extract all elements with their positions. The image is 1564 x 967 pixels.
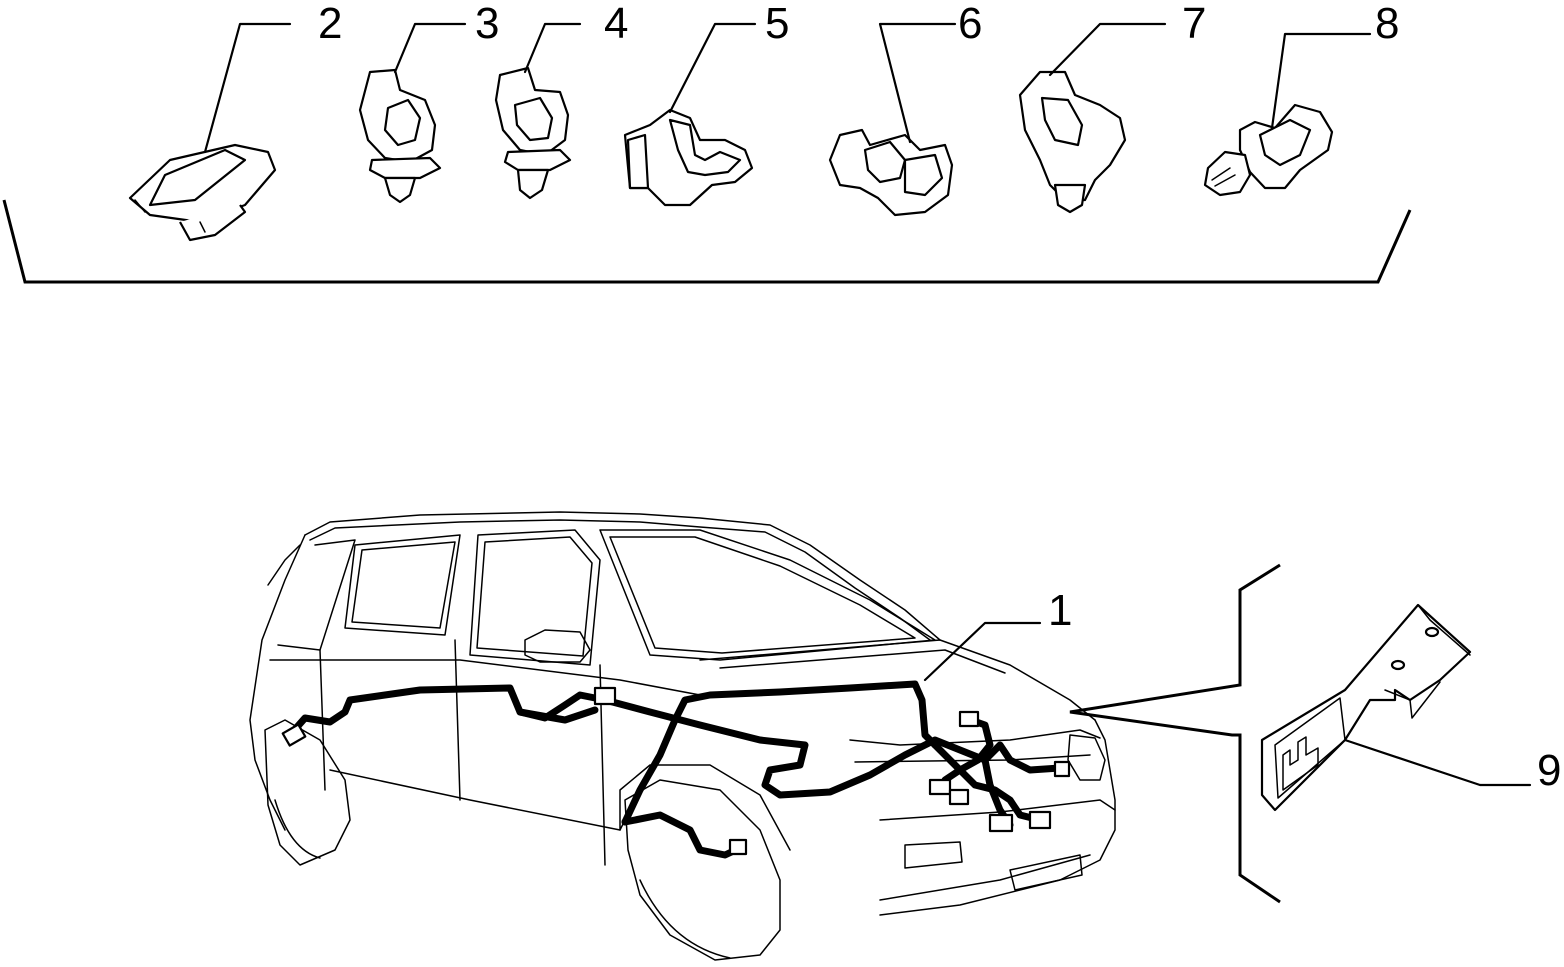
clip-part-5 [623,108,754,207]
callout-4: 4 [604,0,628,48]
callout-8: 8 [1375,0,1399,48]
clip-part-7 [1018,70,1127,214]
callout-6: 6 [958,0,982,48]
clip-part-4 [494,66,572,200]
leader-2 [203,22,292,154]
leader-5 [668,22,757,114]
leader-1 [923,621,1042,682]
clip-part-3 [358,68,442,204]
leader-7 [1048,22,1167,77]
bracket-part-9 [1260,603,1472,812]
callout-3: 3 [475,0,499,48]
leader-4 [523,22,582,74]
leader-3 [393,22,467,74]
callout-2: 2 [318,0,342,48]
clip-part-8 [1203,103,1334,197]
clip-part-2 [128,143,277,242]
clip-part-6 [828,128,954,217]
parts-group-bracket [2,199,1412,284]
callout-1: 1 [1048,586,1072,635]
callout-7: 7 [1182,0,1206,48]
vehicle-outline [249,511,1116,961]
callout-9: 9 [1537,746,1561,795]
detail-bracket [1069,563,1281,904]
wiring-harness [281,680,1071,859]
leader-6 [878,22,957,144]
leader-8 [1270,32,1372,130]
callout-5: 5 [765,0,789,48]
leader-9 [1343,738,1532,787]
